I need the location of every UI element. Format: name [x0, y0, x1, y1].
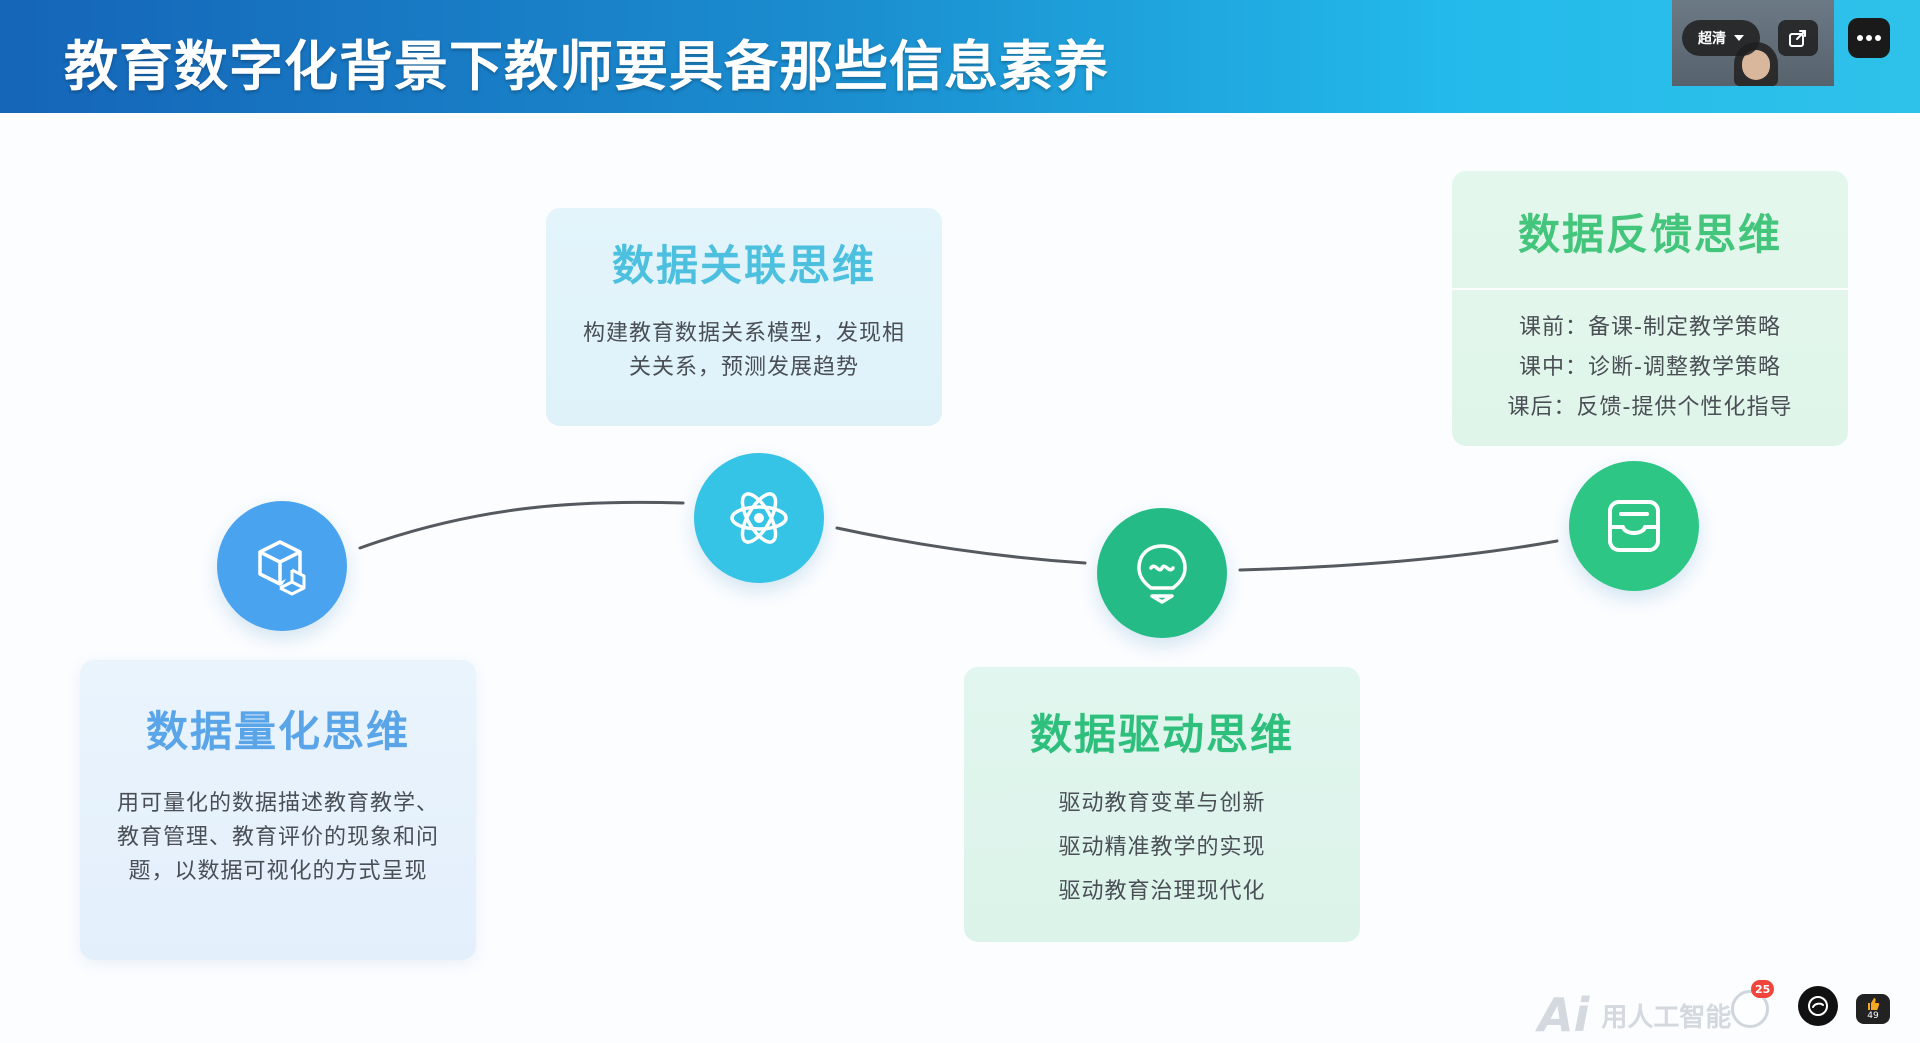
- watermark: Ai 用人工智能: [1538, 988, 1732, 1042]
- card-divider: [1452, 288, 1848, 290]
- card-line: 驱动教育变革与创新: [1058, 791, 1266, 816]
- video-quality-button[interactable]: 超清: [1682, 20, 1760, 56]
- card-description: 构建教育数据关系模型，发现相关关系，预测发展趋势: [582, 321, 905, 380]
- more-options-button[interactable]: [1848, 18, 1890, 58]
- quant-node: [217, 501, 347, 631]
- watermark-logo: Ai: [1538, 988, 1590, 1042]
- thumbs-up-icon: [1868, 998, 1880, 1010]
- card-line: 课后：反馈-提供个性化指导: [1507, 395, 1793, 420]
- lightbulb-icon: [1137, 544, 1187, 604]
- drive-node: [1097, 508, 1227, 638]
- card-description: 课前：备课-制定教学策略 课中：诊断-调整教学策略 课后：反馈-提供个性化指导: [1452, 308, 1848, 428]
- card-title: 数据关联思维: [611, 241, 876, 290]
- assoc-node: [694, 453, 824, 583]
- card-line: 驱动教育治理现代化: [1058, 879, 1266, 904]
- more-dots-icon: [1857, 35, 1881, 41]
- card-title: 数据量化思维: [145, 707, 410, 756]
- like-button[interactable]: 49: [1856, 994, 1890, 1024]
- watermark-text: 用人工智能: [1601, 1002, 1732, 1033]
- card-title: 数据反馈思维: [1517, 210, 1782, 259]
- card-data-association: 数据关联思维 构建教育数据关系模型，发现相关关系，预测发展趋势: [546, 208, 942, 426]
- chat-button[interactable]: [1798, 986, 1838, 1026]
- connector-assoc-drive: [835, 526, 1087, 565]
- slide-header: 教育数字化背景下教师要具备那些信息素养: [0, 0, 1920, 113]
- slide-title: 教育数字化背景下教师要具备那些信息素养: [64, 35, 1109, 98]
- card-description: 驱动教育变革与创新 驱动精准教学的实现 驱动教育治理现代化: [964, 782, 1360, 914]
- card-title: 数据驱动思维: [1029, 710, 1294, 759]
- inbox-icon: [1608, 500, 1660, 552]
- like-count: 49: [1867, 1011, 1879, 1021]
- card-data-quantification: 数据量化思维 用可量化的数据描述教育教学、教育管理、教育评价的现象和问题，以数据…: [80, 660, 476, 960]
- share-icon: [1789, 30, 1806, 47]
- card-line: 课中：诊断-调整教学策略: [1519, 355, 1781, 380]
- card-line: 驱动精准教学的实现: [1058, 835, 1266, 860]
- connector-drive-feedback: [1238, 539, 1559, 572]
- card-line: 课前：备课-制定教学策略: [1519, 315, 1781, 340]
- cube-icon: [258, 540, 306, 596]
- video-quality-label: 超清: [1698, 31, 1726, 47]
- chevron-down-icon: [1734, 35, 1744, 41]
- feedback-node: [1569, 461, 1699, 591]
- chat-icon: [1808, 996, 1828, 1016]
- atom-icon: [730, 492, 788, 544]
- connector-quant-assoc: [358, 500, 685, 550]
- card-data-feedback: 数据反馈思维 课前：备课-制定教学策略 课中：诊断-调整教学策略 课后：反馈-提…: [1452, 171, 1848, 446]
- share-button[interactable]: [1778, 20, 1818, 56]
- notification-badge: 25: [1751, 980, 1775, 998]
- card-data-driven: 数据驱动思维 驱动教育变革与创新 驱动精准教学的实现 驱动教育治理现代化: [964, 667, 1360, 942]
- card-description: 用可量化的数据描述教育教学、教育管理、教育评价的现象和问题，以数据可视化的方式呈…: [116, 791, 439, 884]
